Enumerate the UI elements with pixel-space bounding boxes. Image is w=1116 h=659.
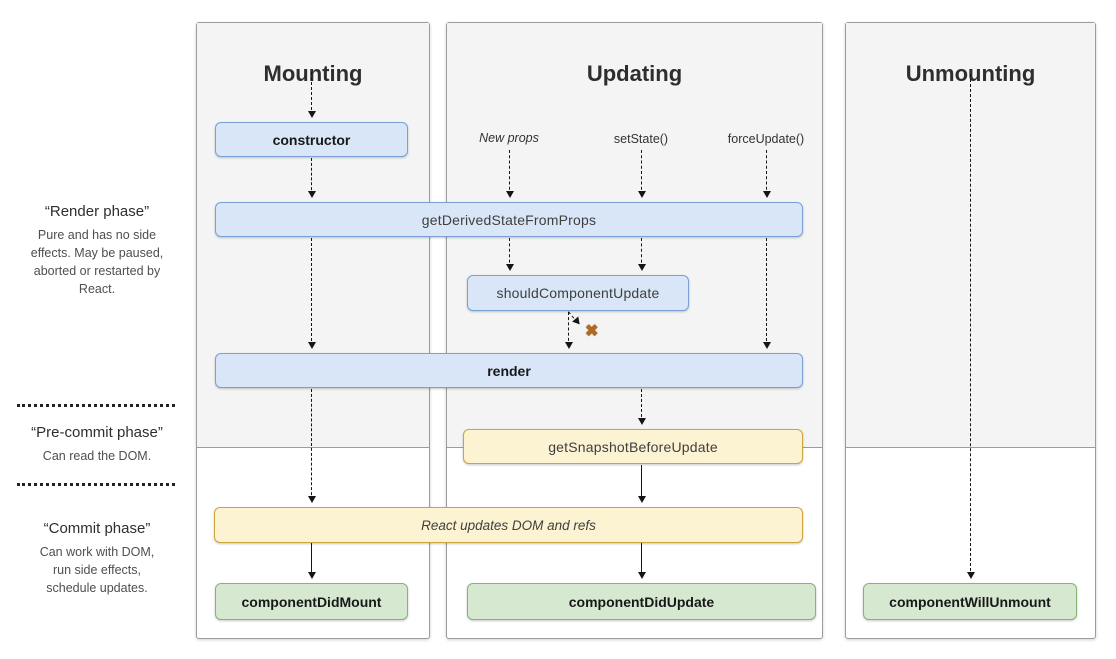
- arrow-forceupdate-to-getderivedstate: [762, 150, 771, 198]
- phase-divider: [17, 483, 175, 486]
- force-update-label: forceUpdate(): [727, 132, 805, 146]
- pre-commit-phase-title: “Pre-commit phase”: [31, 424, 163, 441]
- phase-divider: [17, 404, 175, 407]
- arrow-render-to-getsnapshot: [637, 389, 646, 425]
- should-component-update-box[interactable]: shouldComponentUpdate: [467, 275, 689, 311]
- arrow-getderivedstate-to-render-mounting: [307, 238, 316, 349]
- arrow-newprops-to-getderivedstate: [505, 150, 514, 198]
- commit-phase-title: “Commit phase”: [43, 520, 151, 537]
- arrow-getderivedstate-to-shouldcomponentupdate-left: [505, 238, 514, 271]
- arrow-render-to-reactupdates-mounting: [307, 389, 316, 503]
- mounting-column-title: Mounting: [263, 61, 363, 86]
- pre-commit-phase-description: Can read the DOM.: [42, 449, 152, 463]
- arrow-mounting-title-to-constructor: [307, 72, 316, 118]
- arrow-constructor-to-getderivedstate: [307, 158, 316, 198]
- abort-x-icon: ✖: [585, 323, 599, 340]
- set-state-label: setState(): [613, 132, 669, 146]
- constructor-box[interactable]: constructor: [215, 122, 408, 157]
- arrow-unmounting-title-to-componentwillunmount: [966, 74, 975, 579]
- component-will-unmount-box[interactable]: componentWillUnmount: [863, 583, 1077, 620]
- arrow-reactupdates-to-componentdidupdate: [637, 543, 646, 579]
- arrow-setstate-to-getderivedstate: [637, 150, 646, 198]
- commit-phase-label: “Commit phase” Can work with DOM, run si…: [8, 520, 186, 597]
- get-snapshot-before-update-box[interactable]: getSnapshotBeforeUpdate: [463, 429, 803, 464]
- new-props-label: New props: [479, 131, 539, 145]
- arrow-forceupdate-to-render: [762, 238, 771, 349]
- get-derived-state-from-props-box[interactable]: getDerivedStateFromProps: [215, 202, 803, 237]
- render-phase-description: Pure and has no side effects. May be pau…: [30, 228, 164, 297]
- render-phase-title: “Render phase”: [44, 203, 150, 220]
- render-box[interactable]: render: [215, 353, 803, 388]
- commit-phase-description: Can work with DOM, run side effects, sch…: [39, 545, 155, 596]
- component-did-update-box[interactable]: componentDidUpdate: [467, 583, 816, 620]
- arrow-getsnapshot-to-reactupdates: [637, 465, 646, 503]
- component-did-mount-box[interactable]: componentDidMount: [215, 583, 408, 620]
- react-updates-dom-box: React updates DOM and refs: [214, 507, 803, 543]
- arrow-shouldcomponentupdate-to-render: [564, 312, 573, 349]
- pre-commit-phase-label: “Pre-commit phase” Can read the DOM.: [8, 424, 186, 465]
- arrow-getderivedstate-to-shouldcomponentupdate-right: [637, 238, 646, 271]
- updating-column-title: Updating: [586, 61, 683, 86]
- render-phase-label: “Render phase” Pure and has no side effe…: [8, 203, 186, 299]
- arrow-reactupdates-to-componentdidmount: [307, 543, 316, 579]
